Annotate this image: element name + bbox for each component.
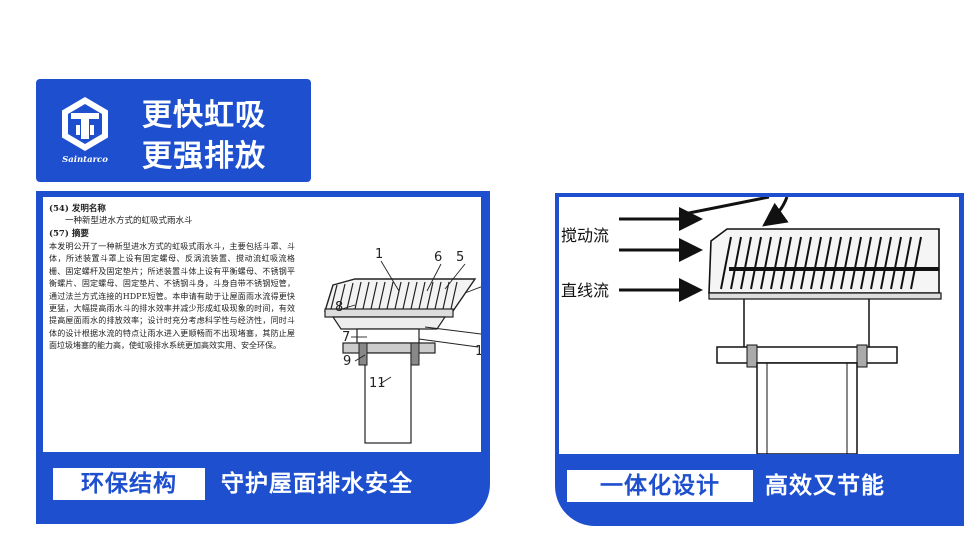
- flow-diagram: 搅动流 直线流: [561, 197, 942, 454]
- saintarco-logo: Saintarco: [54, 93, 116, 167]
- abstract-body: 本发明公开了一种新型进水方式的虹吸式雨水斗，主要包括斗罩、斗体，所述装置斗罩上设…: [49, 242, 295, 351]
- brand-banner: Saintarco 更快虹吸 更强排放: [36, 79, 311, 182]
- invention-name-heading: (54) 发明名称: [49, 204, 106, 214]
- drain-section-diagram: 1 6 5 3 4 8 7 2 10 9 11: [324, 247, 481, 444]
- abstract-heading: (57) 摘要: [49, 229, 89, 239]
- part-label: 7: [342, 330, 350, 345]
- structure-caption: 环保结构 守护屋面排水安全: [53, 468, 483, 500]
- design-caption: 一体化设计 高效又节能: [567, 470, 957, 502]
- part-label: 1: [375, 247, 383, 262]
- part-label: 5: [456, 250, 464, 265]
- structure-panel: (54) 发明名称 一种新型进水方式的虹吸式雨水斗 (57) 摘要 本发明公开了…: [36, 191, 490, 524]
- saintarco-logo-icon: [62, 97, 108, 151]
- slogan-line-1: 更快虹吸: [142, 98, 266, 133]
- design-caption-tag: 一体化设计: [567, 470, 753, 502]
- part-label: 6: [434, 250, 442, 265]
- stirring-flow-label: 搅动流: [561, 226, 609, 245]
- patent-abstract: (54) 发明名称 一种新型进水方式的虹吸式雨水斗 (57) 摘要 本发明公开了…: [49, 201, 295, 353]
- part-label: 8: [335, 300, 343, 315]
- part-label: 9: [343, 354, 351, 369]
- patent-document-image: (54) 发明名称 一种新型进水方式的虹吸式雨水斗 (57) 摘要 本发明公开了…: [43, 197, 481, 452]
- straight-flow-label: 直线流: [561, 281, 609, 300]
- design-panel: 搅动流 直线流 一体化设计 高效又节能: [555, 193, 964, 526]
- invention-title: 一种新型进水方式的虹吸式雨水斗: [65, 216, 193, 226]
- structure-caption-text: 守护屋面排水安全: [221, 471, 413, 497]
- design-caption-text: 高效又节能: [765, 473, 885, 499]
- part-label: 11: [369, 376, 386, 391]
- part-label: 10: [475, 344, 481, 359]
- slogan-line-2: 更强排放: [142, 139, 266, 174]
- diagram-part-numbers: 1 6 5 3 4 8 7 2 10 9 11: [335, 247, 481, 391]
- structure-caption-tag: 环保结构: [53, 468, 205, 500]
- logo-wordmark: Saintarco: [62, 155, 108, 165]
- flow-diagram-image: 搅动流 直线流: [559, 197, 959, 454]
